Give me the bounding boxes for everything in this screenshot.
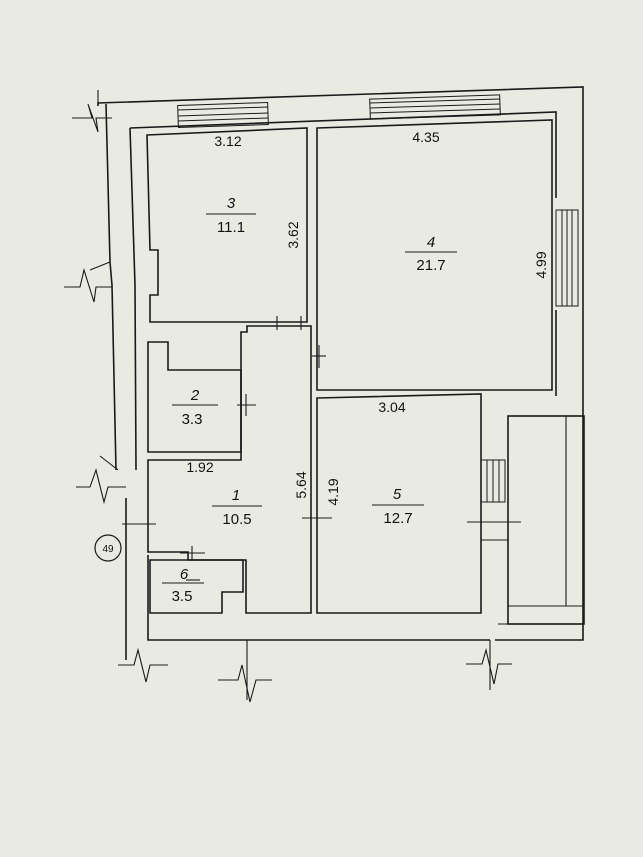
room-1-area: 10.5 — [222, 511, 251, 528]
marker-circle: 49 — [94, 534, 122, 562]
outer-walls — [97, 86, 584, 660]
bottom-inner-wall — [147, 555, 490, 641]
dim-room-3-width: 3.12 — [214, 133, 241, 149]
room-3 — [146, 127, 308, 323]
left-inner-wall — [129, 127, 137, 471]
dim-room-5-height: 4.19 — [325, 478, 341, 505]
room-5-area: 12.7 — [383, 510, 412, 527]
dim-hall-length: 5.64 — [293, 471, 309, 498]
room-2-area: 3.3 — [182, 411, 203, 428]
door-ticks — [122, 316, 521, 581]
room-3-area: 11.1 — [217, 219, 245, 236]
room-4-area: 21.7 — [416, 257, 445, 274]
room-4 — [316, 119, 553, 391]
top-inner-wall — [129, 111, 557, 198]
label-room-6: 6 3.5 — [162, 566, 204, 605]
marker-label: 49 — [102, 544, 114, 555]
room-6 — [149, 559, 244, 614]
room-6-number: 6 — [180, 566, 189, 583]
room-2-number: 2 — [190, 387, 200, 404]
room-6-area: 3.5 — [172, 588, 193, 605]
balcony-door — [480, 459, 508, 541]
room-5-number: 5 — [393, 486, 402, 503]
dim-room-3-height: 3.62 — [285, 221, 301, 248]
top-outer-wall — [97, 86, 584, 641]
room-1-number: 1 — [232, 487, 240, 504]
window-right-top — [369, 94, 501, 120]
label-room-4: 4 21.7 — [405, 234, 457, 274]
balcony — [498, 415, 585, 625]
room-3-number: 3 — [227, 195, 236, 212]
label-room-5: 5 12.7 — [372, 486, 424, 527]
label-room-3: 3 11.1 — [206, 195, 256, 236]
dim-room-4-height: 4.99 — [533, 251, 549, 278]
dim-room-5-width: 3.04 — [378, 399, 405, 415]
room-1-hall — [147, 325, 312, 614]
room-5 — [316, 393, 482, 614]
dim-hall-width: 1.92 — [186, 459, 213, 475]
break-marks — [64, 90, 512, 703]
dim-room-4-width: 4.35 — [412, 129, 439, 145]
label-room-1: 1 10.5 — [212, 487, 262, 528]
window-right-side — [555, 209, 579, 307]
window-left-top — [177, 101, 269, 129]
label-room-2: 2 3.3 — [172, 387, 218, 428]
left-outer-wall — [105, 103, 117, 471]
room-4-number: 4 — [427, 234, 435, 251]
